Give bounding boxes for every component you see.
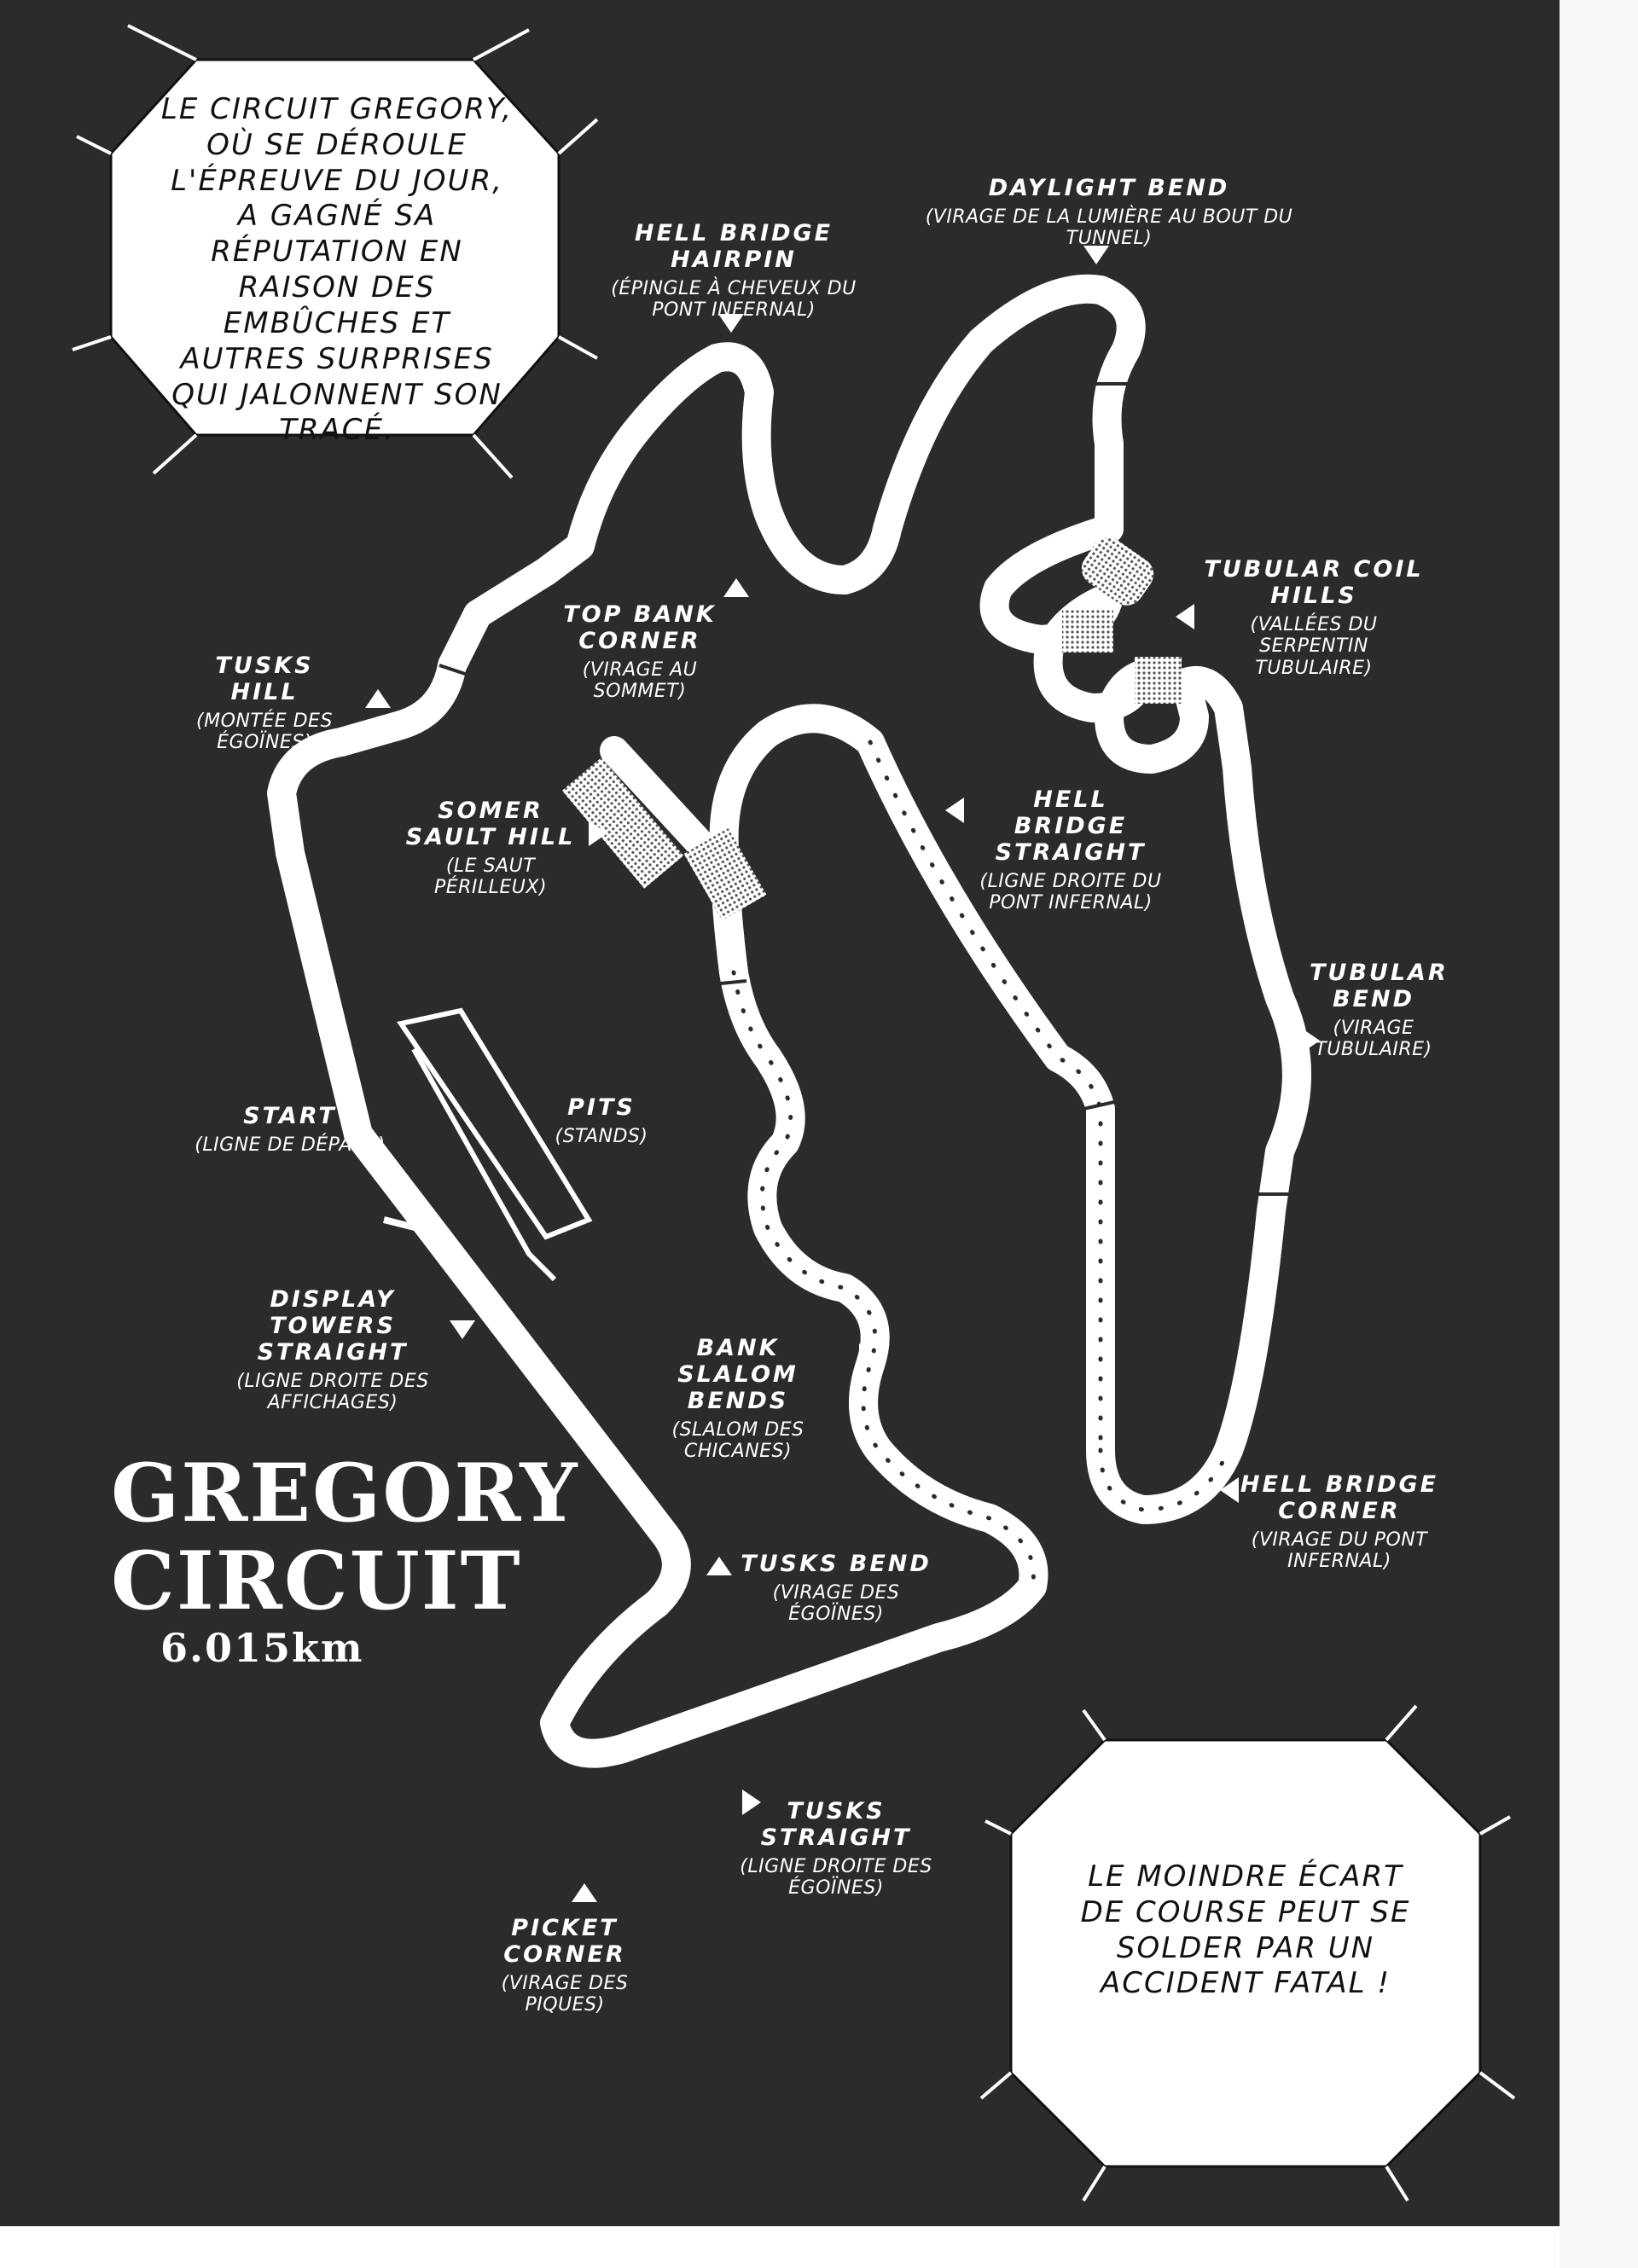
label-tubular-bend: TUBULAR BEND (VIRAGE TUBULAIRE) [1310, 960, 1449, 1061]
label-fr: (LIGNE DE DÉPART) [195, 1134, 386, 1157]
marker-arrow [859, 1343, 878, 1369]
speech-bubble-top-left [72, 24, 599, 479]
bridge-sections [561, 537, 1182, 920]
marker-arrow [1301, 1028, 1320, 1053]
speech-bubble-bottom-right [979, 1704, 1516, 2202]
label-fr: (LIGNE DROITE DES ÉGOÏNES) [740, 1856, 932, 1900]
label-bank-slalom-bends: BANK SLALOM BENDS (SLALOM DES CHICANES) [636, 1335, 840, 1463]
label-fr: (VIRAGE TUBULAIRE) [1315, 1018, 1432, 1061]
label-fr: (STANDS) [555, 1126, 648, 1148]
title-line-2: CIRCUIT [111, 1534, 522, 1629]
label-fr: (LIGNE DROITE DES AFFICHAGES) [236, 1371, 429, 1414]
label-fr: (LIGNE DROITE DU PONT INFERNAL) [979, 871, 1162, 914]
label-hell-bridge-hairpin: HELL BRIDGE HAIRPIN (ÉPINGLE À CHEVEUX D… [597, 220, 870, 322]
label-en: DAYLIGHT BEND [988, 175, 1230, 201]
marker-arrow [1083, 246, 1109, 264]
label-en: TOP BANK CORNER [563, 601, 717, 655]
label-en: BANK SLALOM BENDS [677, 1335, 799, 1415]
circuit-title: GREGORY CIRCUIT [111, 1447, 579, 1629]
label-en: TUSKS BEND [741, 1551, 932, 1577]
label-en: HELL BRIDGE STRAIGHT [995, 786, 1147, 867]
circuit-length: 6.015km [160, 1625, 364, 1671]
label-start: START (LIGNE DE DÉPART) [179, 1103, 401, 1156]
label-en: TUSKS HILL [215, 653, 314, 706]
label-daylight-bend: DAYLIGHT BEND (VIRAGE DE LA LUMIÈRE AU B… [887, 175, 1331, 250]
label-fr: (VIRAGE DES PIQUES) [501, 1973, 629, 2016]
track-kerb-dots [731, 740, 1231, 1589]
label-fr: (SLALOM DES CHICANES) [671, 1419, 804, 1463]
marker-arrow [706, 1557, 732, 1575]
label-fr: (VIRAGE DES ÉGOÏNES) [772, 1582, 900, 1626]
label-hell-bridge-corner: HELL BRIDGE CORNER (VIRAGE DU PONT INFER… [1228, 1471, 1450, 1573]
pits-lane [397, 1007, 593, 1282]
label-fr: (VIRAGE DU PONT INFERNAL) [1251, 1529, 1428, 1573]
marker-arrow [589, 821, 607, 846]
marker-arrow [1220, 1477, 1239, 1503]
label-display-towers-straight: DISPLAY TOWERS STRAIGHT (LIGNE DROITE DE… [213, 1286, 452, 1414]
label-picket-corner: PICKET CORNER (VIRAGE DES PIQUES) [488, 1915, 642, 2016]
marker-arrow [450, 1320, 475, 1339]
label-somer-sault-hill: SOMER SAULT HILL (LE SAUT PÉRILLEUX) [388, 798, 593, 899]
marker-arrow [945, 798, 964, 823]
label-pits: PITS (STANDS) [546, 1094, 657, 1147]
label-tusks-bend: TUSKS BEND (VIRAGE DES ÉGOÏNES) [734, 1551, 938, 1626]
marker-arrow [742, 1789, 761, 1815]
label-en: HELL BRIDGE HAIRPIN [634, 220, 834, 274]
page-margin [1560, 0, 1638, 2268]
marker-arrow [1176, 604, 1194, 629]
label-top-bank-corner: TOP BANK CORNER (VIRAGE AU SOMMET) [537, 601, 742, 703]
label-en: TUBULAR COIL HILLS [1204, 556, 1424, 610]
label-en: TUBULAR BEND [1310, 960, 1449, 1013]
label-hell-bridge-straight: HELL BRIDGE STRAIGHT (LIGNE DROITE DU PO… [973, 786, 1169, 914]
label-fr: (MONTÉE DES ÉGOÏNES) [196, 711, 333, 754]
marker-arrow [365, 689, 391, 708]
label-tubular-coil-hills: TUBULAR COIL HILLS (VALLÉES DU SERPENTIN… [1203, 556, 1425, 679]
label-en: TUSKS STRAIGHT [760, 1798, 912, 1852]
label-fr: (ÉPINGLE À CHEVEUX DU PONT INFERNAL) [611, 278, 857, 322]
label-fr: (VIRAGE DE LA LUMIÈRE AU BOUT DU TUNNEL) [925, 206, 1293, 250]
label-en: HELL BRIDGE CORNER [1240, 1471, 1439, 1525]
title-line-1: GREGORY [111, 1447, 579, 1540]
label-fr: (VALLÉES DU SERPENTIN TUBULAIRE) [1250, 614, 1378, 679]
track-outer-loop [267, 274, 1146, 1149]
label-fr: (VIRAGE AU SOMMET) [582, 659, 698, 703]
marker-arrow [723, 578, 749, 597]
start-arrow [359, 1133, 421, 1233]
bubble-text-bottom-right: LE MOINDRE ÉCART DE COURSE PEUT SE SOLDE… [1080, 1859, 1411, 2001]
bubble-text-top-left: LE CIRCUIT GREGORY, OÙ SE DÉROULE L'ÉPRE… [160, 92, 514, 448]
marker-arrow [718, 314, 744, 333]
label-en: DISPLAY TOWERS STRAIGHT [257, 1286, 409, 1366]
label-en: START [243, 1103, 337, 1129]
label-tusks-hill: TUSKS HILL (MONTÉE DES ÉGOÏNES) [179, 653, 350, 754]
label-en: SOMER SAULT HILL [405, 798, 576, 851]
label-en: PITS [567, 1094, 636, 1121]
label-fr: (LE SAUT PÉRILLEUX) [433, 856, 548, 899]
marker-arrow [572, 1883, 597, 1902]
label-tusks-straight: TUSKS STRAIGHT (LIGNE DROITE DES ÉGOÏNES… [738, 1798, 934, 1900]
label-en: PICKET CORNER [503, 1915, 626, 1969]
segment-markers [375, 382, 1292, 1196]
track-somersault-spur [600, 736, 731, 876]
